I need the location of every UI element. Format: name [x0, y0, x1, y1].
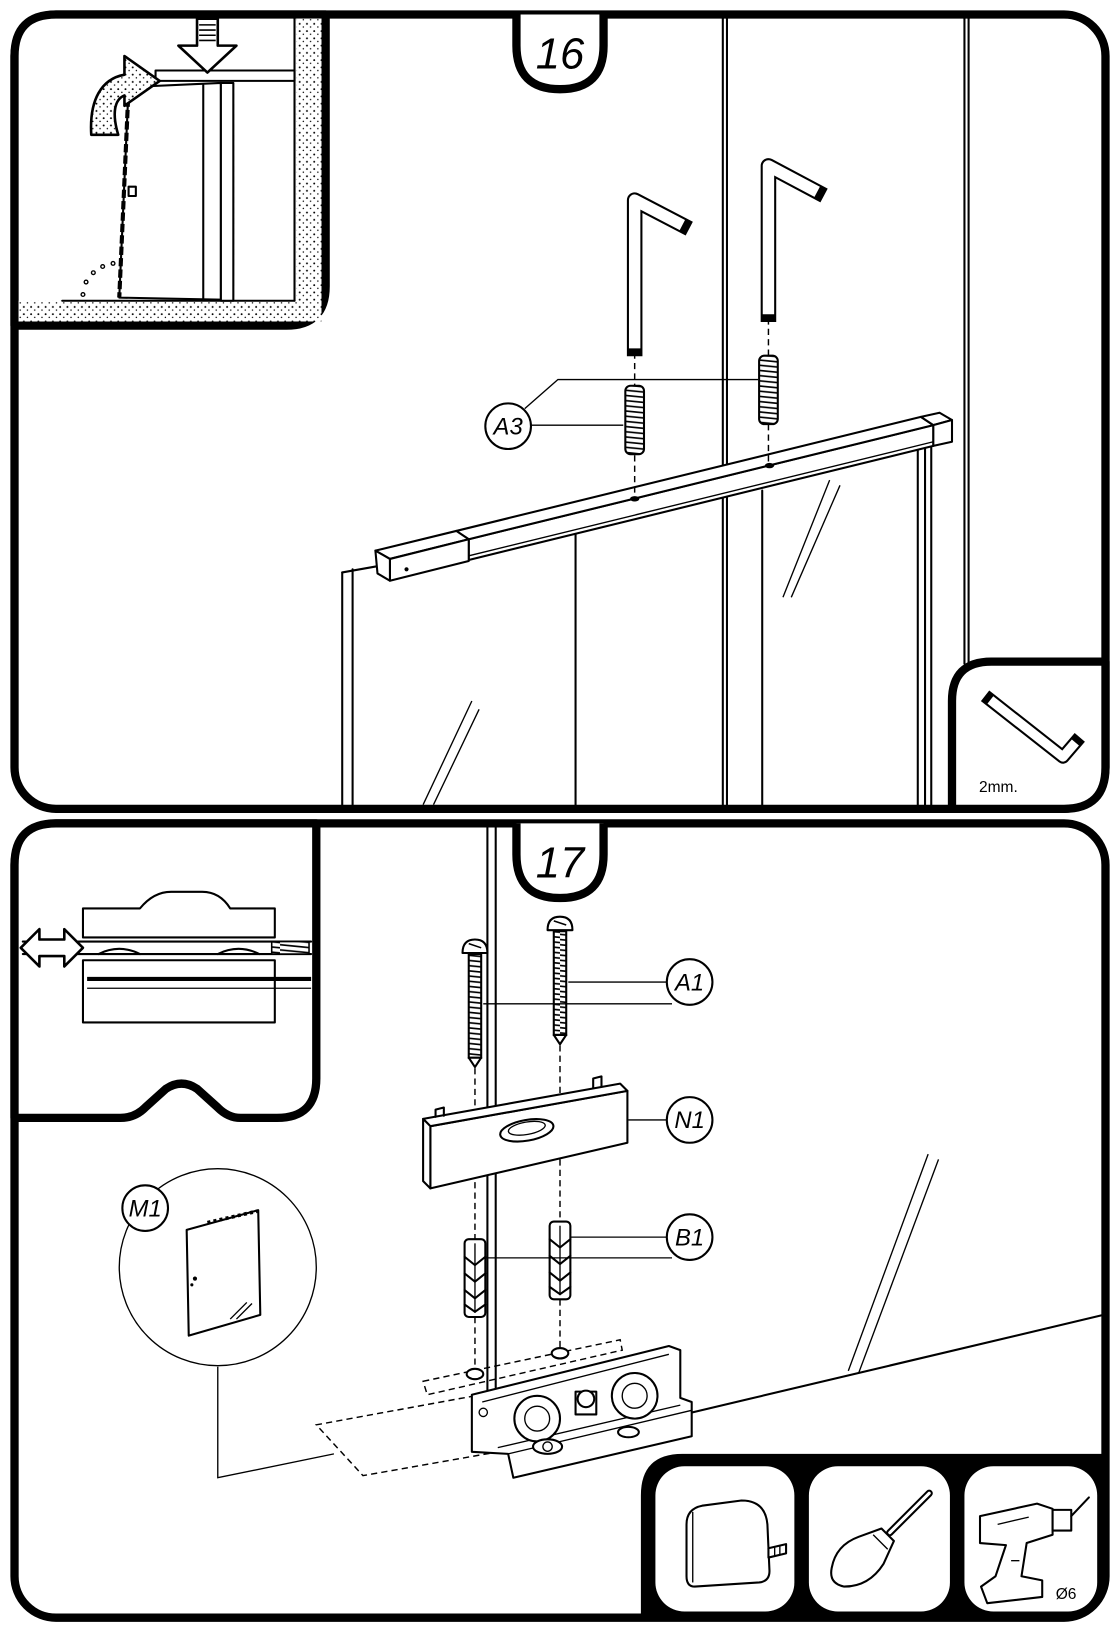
screwdriver-icon — [830, 1489, 933, 1588]
step-number-tab — [512, 823, 608, 903]
motion-dots — [80, 260, 116, 298]
step-16-tool-inset: 2mm. — [947, 657, 1110, 813]
glass-reflection — [790, 485, 841, 598]
floor-hatching — [18, 300, 322, 322]
set-screw-a3 — [758, 354, 779, 426]
double-arrow-icon — [19, 927, 85, 968]
step-16-detail-inset — [10, 10, 330, 330]
step-16-door-scene: A3 — [341, 17, 970, 806]
step-number: 17 — [536, 839, 586, 887]
step-17-installation-scene: A1 N1 — [118, 826, 1105, 1479]
hex-key-icon — [760, 158, 828, 322]
door-edge-dashed — [117, 87, 131, 298]
floor-template-outline — [422, 1338, 624, 1396]
label-m1: M1 — [129, 1195, 162, 1222]
step-16-panel: A3 — [10, 10, 1110, 813]
top-rail-inner-line — [468, 441, 934, 557]
door-side-panel — [219, 81, 235, 302]
step-17-detail-inset — [10, 819, 321, 1123]
callout-circle-a3 — [484, 402, 532, 451]
bracket-n1 — [422, 1075, 629, 1190]
roller-arc — [97, 947, 142, 956]
wall-plug-b1 — [548, 1220, 572, 1301]
glass-reflection — [782, 479, 831, 598]
track-end — [270, 940, 310, 955]
callout-circle-a1 — [665, 958, 714, 1006]
glass-reflection — [422, 700, 473, 805]
rail-end-cap-right-front — [932, 418, 954, 447]
floor-hole — [550, 1347, 570, 1360]
screw-a1 — [546, 915, 574, 1046]
label-n1: N1 — [674, 1107, 704, 1134]
tape-measure-icon — [685, 1499, 788, 1588]
drill-bit-size-label: Ø6 — [1056, 1586, 1077, 1603]
screw-a1 — [461, 938, 489, 1069]
label-b1: B1 — [675, 1224, 704, 1251]
glass-top-edge — [341, 565, 379, 574]
label-a3: A3 — [492, 413, 524, 440]
rail-hole — [764, 462, 775, 469]
rail-end-cap-side — [374, 549, 391, 582]
wall-hatching — [296, 18, 322, 305]
glass-reflection — [432, 709, 480, 805]
floor-template-outline — [314, 1395, 511, 1477]
glass-bottom-edge — [678, 1313, 1105, 1417]
roller-housing — [81, 890, 276, 939]
step-number-tab — [512, 14, 608, 94]
rail-hole — [630, 496, 640, 502]
callout-circle-n1 — [665, 1096, 714, 1144]
detail-leader — [217, 1366, 335, 1479]
step-17-tools: Ø6 — [640, 1453, 1106, 1618]
step-number: 16 — [536, 30, 585, 78]
drill-icon — [978, 1496, 1090, 1605]
glass-template-m1 — [185, 1209, 262, 1337]
end-cap-hole — [404, 567, 409, 572]
guide-block — [81, 959, 276, 1024]
step-17-panel: A1 N1 — [10, 819, 1110, 1622]
callout-leader — [524, 378, 759, 410]
glass-reflection — [858, 1159, 940, 1374]
label-a1: A1 — [673, 969, 704, 996]
glass-reflection — [847, 1153, 929, 1372]
hinge-icon — [127, 185, 137, 198]
wall-plug-b1 — [463, 1238, 487, 1319]
arrow-down-icon — [177, 17, 238, 74]
set-screw-a3 — [624, 384, 646, 456]
floor-roller-guide — [470, 1344, 693, 1479]
roller-arc — [216, 947, 261, 956]
tool-size-label: 2mm. — [979, 779, 1018, 796]
hex-key-icon — [626, 192, 693, 357]
curved-arrow-icon — [89, 54, 161, 137]
door-top-rail — [154, 69, 296, 82]
callout-circle-m1 — [121, 1184, 170, 1232]
callout-circle-b1 — [665, 1213, 714, 1261]
hex-key-icon — [980, 690, 1085, 764]
floor-hole — [465, 1367, 485, 1381]
